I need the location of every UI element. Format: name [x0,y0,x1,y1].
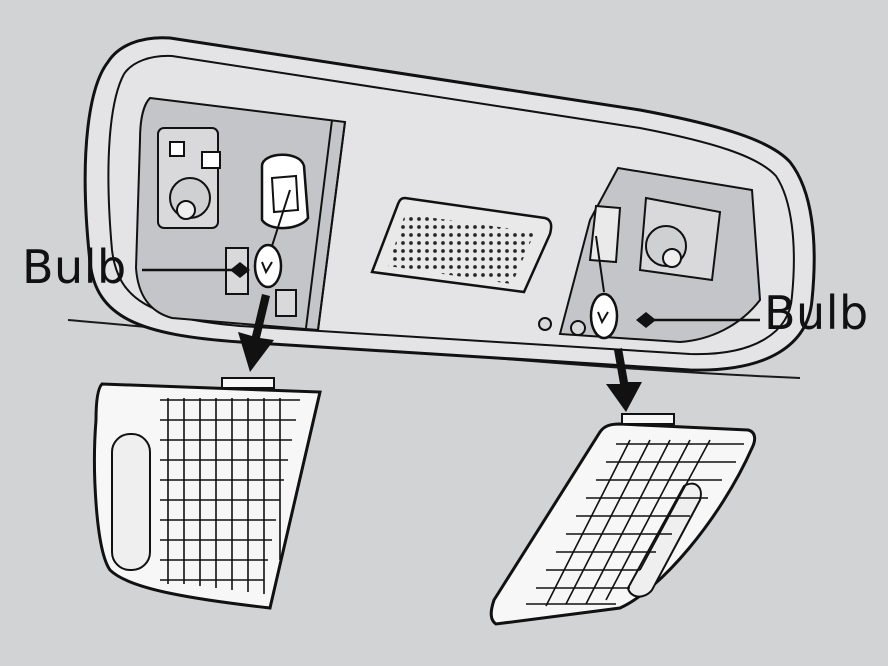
left-socket-inner [270,174,300,214]
left-lens-prism-grid [160,398,300,594]
arrow-right [606,348,642,412]
callout-label-bulb-left: Bulb [22,240,127,294]
right-bulb-wire [595,235,605,293]
leader-diamond-right [636,312,656,328]
right-lens-diffuser [626,482,702,598]
left-tab [169,141,185,157]
leader-diamond-left [230,262,250,278]
arrow-left [238,294,274,372]
right-lens [489,422,757,626]
right-bulb-filament [597,311,609,325]
left-lens-tab [221,377,275,389]
left-knob-cap [176,200,196,220]
speaker-grille-dots [388,214,535,284]
left-lens-diffuser [111,433,151,571]
left-lower-clip-2 [275,289,297,317]
left-bulb-filament [261,261,273,275]
left-divider-2 [305,119,333,329]
left-divider [317,121,346,331]
right-knob-cap [662,248,682,268]
right-bulb [589,292,619,340]
right-lens-tab [621,413,675,425]
right-screw [570,320,586,336]
right-screw-2 [538,317,552,331]
console-inner-rim [107,54,795,356]
right-lens-prism-grid [526,439,744,607]
left-bulb-wire [271,189,291,247]
left-bulb [253,243,283,289]
left-tab-2 [201,151,221,169]
callout-label-bulb-right: Bulb [764,286,869,340]
right-socket [588,204,622,264]
